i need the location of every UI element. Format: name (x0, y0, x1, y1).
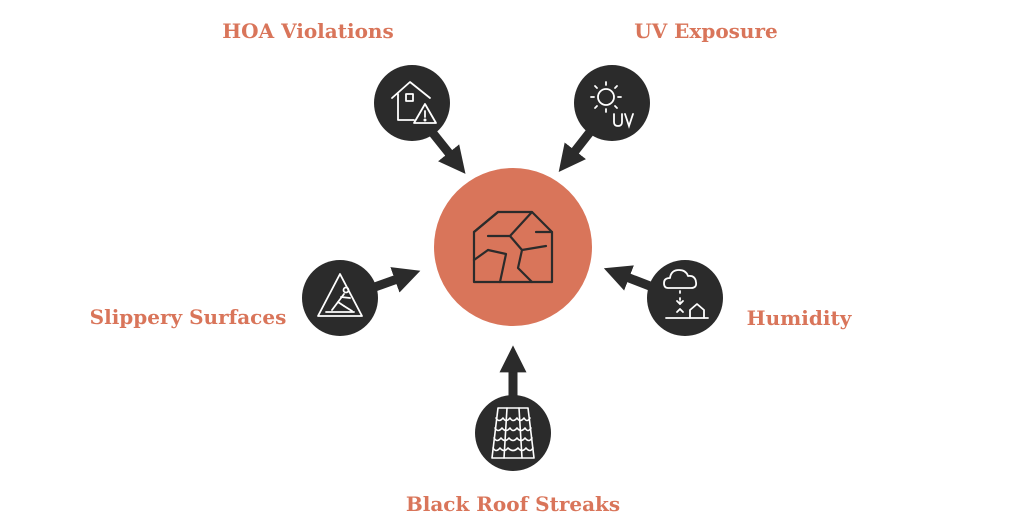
node-uv-exposure (574, 65, 650, 141)
arrow-uv-exposure (558, 129, 594, 173)
arrow-hoa-violations (428, 129, 466, 174)
node-black-roof-streaks (475, 395, 551, 471)
cracked-house-icon (472, 210, 554, 284)
factor-label-hoa-violations: HOA Violations (222, 19, 394, 43)
center-node (434, 168, 592, 326)
sun-uv-icon (590, 81, 634, 129)
node-slippery-surfaces (302, 260, 378, 336)
roof-tiles-icon (491, 407, 535, 459)
cloud-humidity-icon (663, 269, 709, 319)
factor-label-black-roof-streaks: Black Roof Streaks (405, 492, 621, 516)
slip-warning-icon (317, 273, 363, 317)
factor-label-uv-exposure: UV Exposure (634, 19, 778, 43)
node-humidity (647, 260, 723, 336)
node-hoa-violations (374, 65, 450, 141)
house-warning-icon (391, 81, 437, 124)
factor-label-humidity: Humidity (746, 306, 852, 330)
arrow-slippery-surfaces (370, 267, 421, 293)
factor-label-slippery-surfaces: Slippery Surfaces (89, 305, 287, 329)
